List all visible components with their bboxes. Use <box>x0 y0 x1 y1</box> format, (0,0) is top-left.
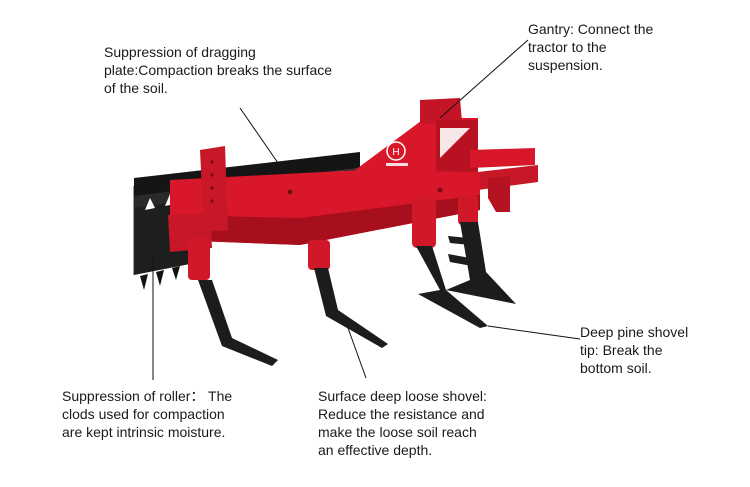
svg-text:H: H <box>392 147 399 158</box>
annotation-line: bottom soil. <box>580 360 652 376</box>
annotation-line: Surface deep loose shovel: <box>318 388 487 404</box>
annotation-gantry: Gantry: Connect the tractor to the suspe… <box>528 20 653 74</box>
annotation-line: of the soil. <box>104 80 168 96</box>
leader-lines <box>152 39 581 380</box>
annotation-line: an effective depth. <box>318 442 433 458</box>
annotation-loose-shovel: Surface deep loose shovel: Reduce the re… <box>318 387 487 459</box>
annotation-line: clods used for compaction <box>62 406 225 422</box>
annotation-roller: Suppression of roller： The clods used fo… <box>62 387 232 441</box>
annotation-line: Reduce the resistance and <box>318 406 485 422</box>
annotation-line: Deep pine shovel <box>580 324 689 340</box>
annotation-line: suspension. <box>528 57 603 73</box>
main-frame <box>168 146 480 252</box>
annotation-pine-shovel-tip: Deep pine shovel tip: Break the bottom s… <box>580 323 688 377</box>
annotation-line: Suppression of dragging <box>104 44 256 60</box>
annotation-line: Suppression of roller： The <box>62 388 233 404</box>
shanks <box>198 222 516 366</box>
shank-mounts <box>188 195 478 280</box>
annotation-line: tip: Break the <box>580 342 663 358</box>
rear-frame <box>470 148 538 212</box>
annotation-line: are kept intrinsic moisture. <box>62 424 226 440</box>
annotation-line: plate:Compaction breaks the surface <box>104 62 333 78</box>
annotation-dragging-plate: Suppression of dragging plate:Compaction… <box>104 43 332 97</box>
annotation-line: make the loose soil reach <box>318 424 477 440</box>
annotation-line: Gantry: Connect the <box>528 21 654 37</box>
annotation-line: tractor to the <box>528 39 607 55</box>
